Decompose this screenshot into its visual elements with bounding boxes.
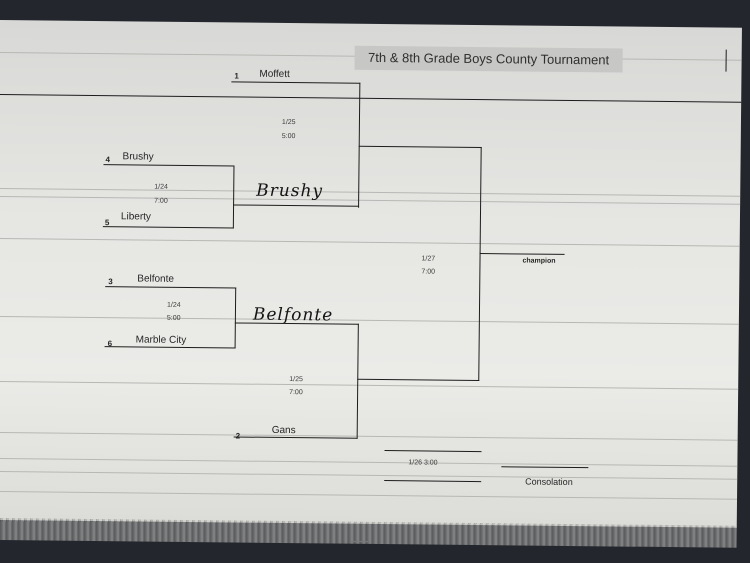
edge-mark <box>725 49 728 72</box>
scan-line <box>0 195 741 205</box>
line-consolation-bottom <box>384 480 482 483</box>
team-liberty: Liberty <box>120 211 152 223</box>
line-brushy <box>103 164 235 167</box>
line-g1-winner <box>233 204 360 208</box>
game2-time: 5:00 <box>166 314 181 322</box>
scan-line <box>0 315 739 325</box>
line-g3-winner <box>358 145 482 149</box>
team-brushy: Brushy <box>122 151 154 163</box>
scan-line <box>0 457 738 467</box>
scan-artifact <box>350 541 370 542</box>
champion-label: champion <box>522 257 556 265</box>
line-moffett <box>231 81 361 85</box>
game4-time: 7:00 <box>289 389 303 397</box>
final-date: 1/27 <box>421 255 436 263</box>
scan-line <box>0 470 738 480</box>
bracket-sheet: 7th & 8th Grade Boys County Tournament 1… <box>0 20 742 548</box>
game3-date: 1/25 <box>281 118 296 127</box>
game2-date: 1/24 <box>166 301 181 309</box>
line-champion <box>479 253 565 256</box>
seed-4: 4 <box>105 155 111 165</box>
handwritten-winner-brushy: Brushy <box>256 180 324 202</box>
connector-g4 <box>356 323 360 439</box>
line-consolation-top <box>384 450 482 453</box>
team-gans: Gans <box>271 424 296 437</box>
connector-g1 <box>232 165 235 229</box>
line-consolation-winner <box>501 466 589 469</box>
seed-1: 1 <box>234 71 239 81</box>
line-marble-city <box>104 346 236 349</box>
rule-line <box>0 93 742 104</box>
scan-line <box>0 237 740 247</box>
final-time: 7:00 <box>421 268 436 276</box>
game3-time: 5:00 <box>281 132 296 141</box>
team-belfonte: Belfonte <box>137 273 175 285</box>
scan-line <box>0 380 739 390</box>
line-gans <box>233 436 358 440</box>
scan-line <box>0 187 741 197</box>
consolation-datetime: 1/26 3:00 <box>408 459 438 467</box>
seed-3: 3 <box>108 277 113 287</box>
connector-final <box>478 147 483 382</box>
line-g4-winner <box>357 378 480 382</box>
team-marble-city: Marble City <box>135 334 187 346</box>
line-belfonte <box>105 286 237 289</box>
scan-line <box>0 490 738 500</box>
game1-date: 1/24 <box>154 183 168 191</box>
paper-bottom-edge <box>0 517 737 548</box>
scan-line <box>0 431 738 441</box>
game4-date: 1/25 <box>289 376 303 384</box>
game1-time: 7:00 <box>154 197 168 205</box>
consolation-label: Consolation <box>525 476 573 488</box>
line-liberty <box>102 226 234 229</box>
tournament-title: 7th & 8th Grade Boys County Tournament <box>354 45 623 73</box>
team-moffett: Moffett <box>259 68 290 81</box>
